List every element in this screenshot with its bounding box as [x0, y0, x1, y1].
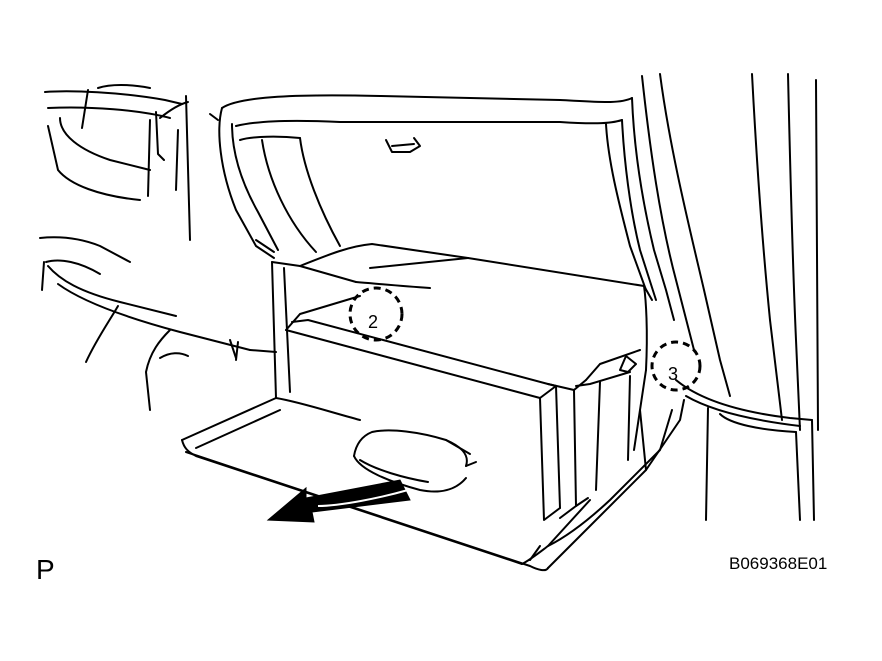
door-handle-recess	[353, 429, 477, 493]
glove-box-door	[181, 397, 685, 572]
seat-console-outline	[39, 84, 277, 411]
glove-box-inner-frame	[271, 261, 589, 521]
figure-code-label: B069368E01	[729, 554, 828, 573]
clip-callout-right: 3	[650, 340, 702, 392]
glove-box-opening-frame	[209, 94, 675, 321]
glove-box-bin	[299, 243, 653, 491]
pull-direction-arrow	[266, 479, 411, 523]
view-letter-label: P	[36, 554, 55, 585]
callout-label-left: 2	[368, 312, 378, 332]
callout-label-right: 3	[668, 364, 678, 384]
clip-callout-left: 2	[348, 286, 404, 342]
